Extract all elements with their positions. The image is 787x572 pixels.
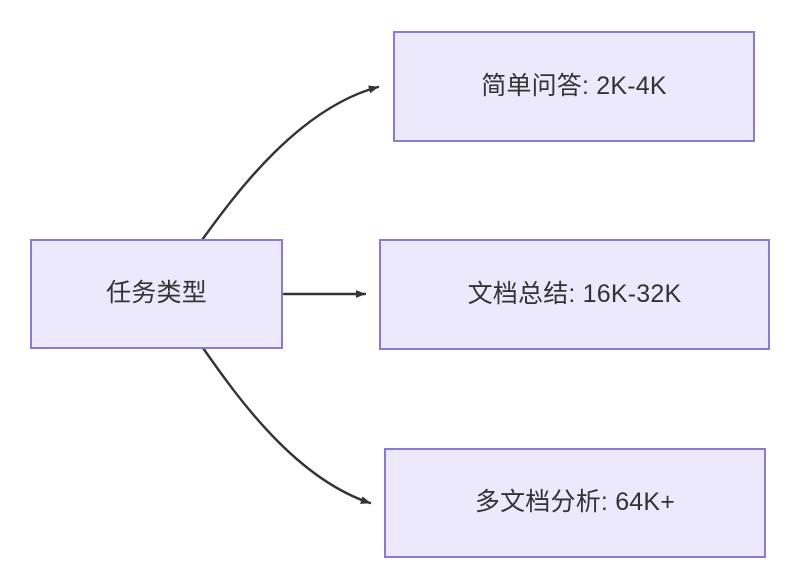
node-simple-qa[interactable]: 简单问答: 2K-4K bbox=[393, 31, 755, 142]
node-simple-qa-label: 简单问答: 2K-4K bbox=[481, 71, 667, 100]
edge-source-to-multi-doc bbox=[201, 346, 372, 505]
node-doc-summary-label: 文档总结: 16K-32K bbox=[467, 279, 682, 308]
node-multi-doc[interactable]: 多文档分析: 64K+ bbox=[384, 448, 766, 558]
node-multi-doc-label: 多文档分析: 64K+ bbox=[474, 488, 676, 517]
node-task-type[interactable]: 任务类型 bbox=[30, 239, 283, 349]
node-task-type-label: 任务类型 bbox=[106, 279, 207, 308]
node-doc-summary[interactable]: 文档总结: 16K-32K bbox=[379, 239, 770, 350]
edge-source-to-simple-qa bbox=[200, 85, 380, 242]
